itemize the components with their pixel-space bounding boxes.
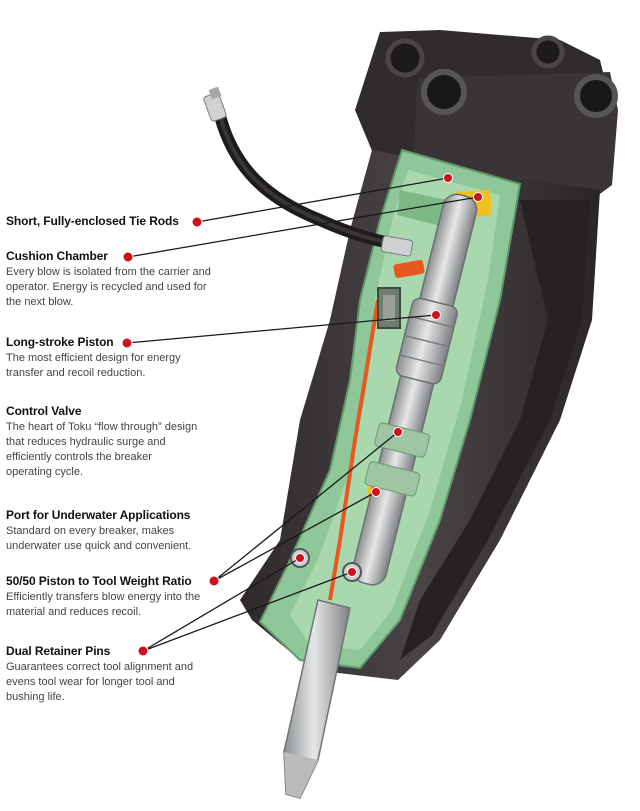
callout-description: The heart of Toku “flow through” design … — [6, 421, 198, 478]
callout-cushion-chamber: Cushion Chamber Every blow is isolated f… — [6, 249, 256, 310]
leader-lines — [126, 177, 479, 652]
callout-control-valve: Control Valve The heart of Toku “flow th… — [6, 404, 256, 480]
callout-description: Efficiently transfers blow energy into t… — [6, 591, 201, 618]
callout-tie-rods: Short, Fully-enclosed Tie Rods — [6, 214, 256, 229]
callout-description: Guarantees correct tool alignment and ev… — [6, 661, 194, 703]
callout-description: The most efficient design for energy tra… — [6, 352, 181, 379]
chisel-tool — [283, 599, 351, 799]
callout-markers — [121, 173, 483, 657]
callout-title: Port for Underwater Applications — [6, 508, 191, 522]
callout-underwater-port: Port for Underwater Applications Standar… — [6, 508, 256, 554]
callout-weight-ratio: 50/50 Piston to Tool Weight Ratio Effici… — [6, 574, 256, 620]
callout-title: Control Valve — [6, 404, 82, 418]
callout-description: Standard on every breaker, makes underwa… — [6, 525, 192, 552]
piston — [352, 193, 478, 586]
control-valve-block — [377, 287, 401, 329]
hydraulic-hose — [203, 86, 414, 257]
callout-retainer-pins: Dual Retainer Pins Guarantees correct to… — [6, 644, 256, 705]
callout-title: Short, Fully-enclosed Tie Rods — [6, 214, 179, 228]
callout-title: Cushion Chamber — [6, 249, 108, 263]
callout-description: Every blow is isolated from the carrier … — [6, 266, 211, 308]
callout-title: Dual Retainer Pins — [6, 644, 111, 658]
callout-title: Long-stroke Piston — [6, 335, 114, 349]
callout-long-stroke-piston: Long-stroke Piston The most efficient de… — [6, 335, 256, 381]
callout-title: 50/50 Piston to Tool Weight Ratio — [6, 574, 192, 588]
